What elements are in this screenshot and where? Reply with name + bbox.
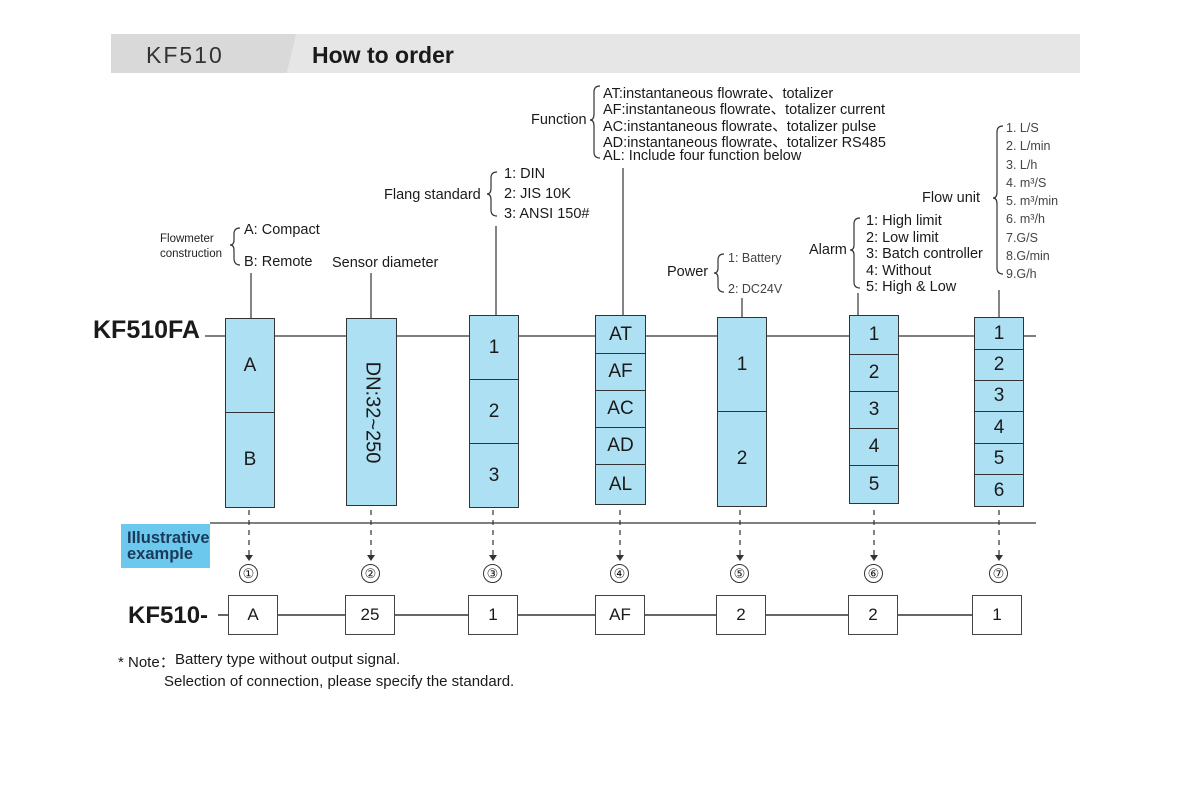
flow-unit-option: 5. m³/min	[1006, 194, 1059, 208]
sensor-cell: DN:32~250	[361, 361, 383, 463]
example-marker: ③	[483, 564, 502, 583]
alarm-option: 4: Without	[866, 263, 932, 279]
note-prefix: * Note：	[118, 654, 175, 671]
example-prefix: KF510-	[128, 602, 209, 629]
function-option: AF:instantaneous flowrate、totalizer curr…	[603, 102, 886, 118]
illustrative-label-line: example	[127, 545, 194, 563]
page-title: How to order	[312, 42, 454, 68]
example-marker: ①	[239, 564, 258, 583]
example-marker: ⑥	[864, 564, 883, 583]
flow-unit-option: 6. m³/h	[1006, 212, 1045, 226]
example-marker: ⑦	[989, 564, 1008, 583]
alarm-title: Alarm	[809, 242, 847, 258]
flow-unit-cell: 3	[975, 381, 1023, 412]
power-box: 1 2	[717, 317, 767, 507]
power-option: 2: DC24V	[728, 282, 783, 296]
example-value-box: AF	[595, 595, 645, 635]
flow-unit-option: 1. L/S	[1006, 121, 1039, 135]
illustrative-label: Illustrative example	[121, 524, 210, 568]
example-value-box: 25	[345, 595, 395, 635]
note-line: Selection of connection, please specify …	[164, 673, 515, 690]
function-box: AT AF AC AD AL	[595, 315, 646, 505]
function-option: AC:instantaneous flowrate、totalizer puls…	[603, 119, 877, 135]
header-model-tab	[111, 34, 296, 73]
flow-unit-cell: 1	[975, 318, 1023, 350]
function-cell: AC	[596, 391, 645, 428]
flange-cell: 2	[470, 380, 518, 444]
alarm-cell: 5	[868, 473, 880, 495]
alarm-cell: 4	[850, 429, 898, 466]
power-cell: 2	[736, 448, 748, 469]
sensor-title: Sensor diameter	[332, 255, 439, 271]
illustrative-label-line: Illustrative	[127, 529, 210, 547]
sensor-box: DN:32~250	[346, 318, 397, 506]
example-value-box: 1	[972, 595, 1022, 635]
flow-unit-option: 4. m³/S	[1006, 176, 1047, 190]
flow-unit-box: 1 2 3 4 5 6	[974, 317, 1024, 507]
function-cell: AF	[596, 354, 645, 391]
alarm-option: 2: Low limit	[866, 230, 939, 246]
note-line: Battery type without output signal.	[175, 651, 401, 668]
flange-cell: 1	[470, 316, 518, 380]
model-code: KF510FA	[93, 316, 200, 344]
function-title: Function	[531, 112, 587, 128]
power-cell: 1	[718, 318, 766, 412]
construction-cell: B	[243, 449, 257, 470]
function-option: AL: Include four function below	[603, 148, 802, 164]
power-title: Power	[667, 264, 709, 280]
alarm-option: 5: High & Low	[866, 279, 957, 295]
flow-unit-option: 9.G/h	[1006, 267, 1037, 281]
function-cell: AD	[596, 428, 645, 465]
flange-option: 2: JIS 10K	[504, 186, 571, 202]
flange-option: 1: DIN	[504, 166, 546, 182]
flange-title: Flang standard	[384, 187, 481, 203]
example-value-box: 1	[468, 595, 518, 635]
alarm-cell: 2	[850, 355, 898, 392]
flow-unit-option: 3. L/h	[1006, 158, 1038, 172]
flow-unit-cell: 2	[975, 350, 1023, 381]
flow-unit-option: 7.G/S	[1006, 231, 1038, 245]
flow-unit-cell: 5	[975, 444, 1023, 475]
flow-unit-cell: 4	[975, 412, 1023, 444]
flow-unit-title: Flow unit	[922, 190, 981, 206]
construction-option: B: Remote	[244, 254, 313, 270]
construction-cell: A	[226, 319, 274, 413]
alarm-cell: 1	[850, 316, 898, 355]
alarm-option: 1: High limit	[866, 213, 942, 229]
flange-cell: 3	[488, 464, 500, 486]
flow-unit-option: 2. L/min	[1006, 139, 1051, 153]
alarm-cell: 3	[850, 392, 898, 429]
function-cell: AT	[596, 316, 645, 354]
power-option: 1: Battery	[728, 251, 782, 265]
construction-box: A B	[225, 318, 275, 508]
construction-title-2: construction	[160, 248, 223, 260]
function-option: AD:instantaneous flowrate、totalizer RS48…	[603, 135, 886, 151]
example-marker: ⑤	[730, 564, 749, 583]
example-value-box: A	[228, 595, 278, 635]
flow-unit-option: 8.G/min	[1006, 249, 1050, 263]
example-value-box: 2	[848, 595, 898, 635]
example-value-box: 2	[716, 595, 766, 635]
example-marker: ④	[610, 564, 629, 583]
flow-unit-cell: 6	[993, 479, 1005, 501]
function-option: AT:instantaneous flowrate、totalizer	[603, 86, 834, 102]
construction-title-1: Flowmeter	[160, 233, 214, 245]
example-marker: ②	[361, 564, 380, 583]
function-cell: AL	[608, 473, 633, 495]
header-model: KF510	[146, 42, 224, 68]
alarm-box: 1 2 3 4 5	[849, 315, 899, 504]
flange-box: 1 2 3	[469, 315, 519, 508]
construction-option: A: Compact	[244, 222, 320, 238]
alarm-option: 3: Batch controller	[866, 246, 983, 262]
flange-option: 3: ANSI 150#	[504, 206, 590, 222]
